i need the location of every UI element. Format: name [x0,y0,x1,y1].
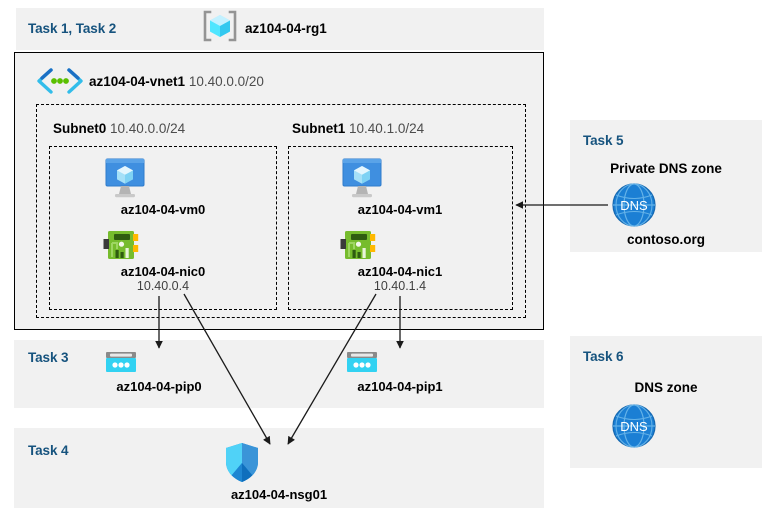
private-dns-panel [570,120,762,252]
dns-zone-node: DNS [611,403,721,449]
vm0-label: az104-04-vm0 [120,202,206,217]
pip1-label: az104-04-pip1 [357,379,443,394]
subnet1-header: Subnet1 10.40.1.0/24 [292,121,425,136]
public-ip-task-label: Task 3 [28,350,69,365]
svg-text:DNS: DNS [620,198,648,213]
public-ip-address-icon [345,350,455,376]
dns-zone-title: DNS zone [634,380,698,395]
vm0-node: az104-04-vm0 [103,157,223,217]
nic1-node: az104-04-nic1 10.40.1.4 [340,229,460,293]
dns-zone-icon: DNS [611,182,721,228]
virtual-network-address-space: 10.40.0.0/20 [188,74,264,89]
nsg-label: az104-04-nsg01 [230,487,328,502]
resource-group-task-label: Task 1, Task 2 [28,21,117,36]
pip1-node: az104-04-pip1 [345,350,455,394]
public-ip-address-icon [104,350,214,376]
nic1-ip: 10.40.1.4 [373,279,427,293]
nsg-node: az104-04-nsg01 [224,442,334,502]
nic1-label: az104-04-nic1 [357,264,443,279]
public-ip-panel [14,340,544,408]
subnet0-border [49,146,277,310]
virtual-network-icon [36,68,84,94]
network-interface-icon [340,229,460,261]
resource-group-icon [200,9,240,43]
vm1-label: az104-04-vm1 [357,202,443,217]
virtual-machine-icon [103,157,223,199]
private-dns-node: DNS contoso.org [611,182,721,247]
nic0-ip: 10.40.0.4 [136,279,190,293]
dns-zone-task-label: Task 6 [583,349,624,364]
resource-group-name: az104-04-rg1 [245,21,327,36]
network-interface-icon [103,229,223,261]
nic0-node: az104-04-nic0 10.40.0.4 [103,229,223,293]
virtual-network-header: az104-04-vnet1 10.40.0.0/20 [89,74,264,89]
private-dns-title: Private DNS zone [610,161,722,176]
pip0-label: az104-04-pip0 [116,379,202,394]
virtual-machine-icon [340,157,460,199]
nic0-label: az104-04-nic0 [120,264,206,279]
subnet0-cidr: 10.40.0.0/24 [110,121,186,136]
nsg-panel [14,428,544,508]
network-security-group-icon [224,442,334,484]
subnets-group-border [36,104,526,318]
subnet0-header: Subnet0 10.40.0.0/24 [53,121,186,136]
virtual-network-panel [14,52,544,330]
private-dns-task-label: Task 5 [583,133,624,148]
dns-zone-icon: DNS [611,403,721,449]
resource-group-panel [16,8,544,50]
nsg-task-label: Task 4 [28,443,69,458]
pip0-node: az104-04-pip0 [104,350,214,394]
subnet1-cidr: 10.40.1.0/24 [349,121,425,136]
private-dns-name: contoso.org [627,232,705,247]
svg-text:DNS: DNS [620,419,648,434]
dns-zone-panel [570,336,762,468]
vm1-node: az104-04-vm1 [340,157,460,217]
